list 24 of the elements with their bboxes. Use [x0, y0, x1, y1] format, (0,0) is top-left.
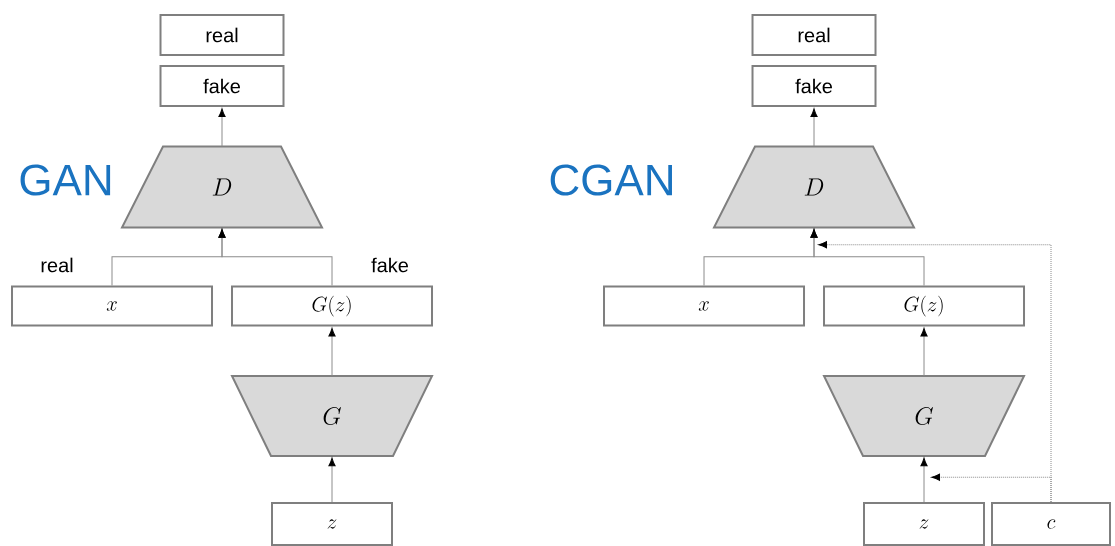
- arrow: [920, 457, 928, 503]
- arrow: [931, 473, 1052, 503]
- text-box: $z$: [863, 502, 985, 546]
- arrow: [920, 327, 928, 377]
- text-box: fake: [159, 65, 285, 107]
- model-title: CGAN: [550, 164, 672, 196]
- edge-label: fake: [370, 256, 410, 274]
- arrow: [810, 108, 818, 147]
- text-box: $x$: [11, 285, 213, 327]
- arrow: [328, 327, 336, 377]
- text-box: $z$: [271, 502, 393, 546]
- arrow: [810, 229, 925, 286]
- text-box: fake: [751, 65, 877, 107]
- model-title: GAN: [20, 164, 111, 196]
- text-box: real: [751, 14, 877, 56]
- text-box: $x$: [603, 285, 805, 327]
- text-box: $G(z)$: [231, 285, 433, 327]
- text-box: real: [159, 14, 285, 56]
- arrow: [328, 457, 336, 503]
- edge-label: real: [39, 256, 75, 274]
- text-box: $c$: [991, 502, 1111, 546]
- arrow: [218, 108, 226, 147]
- arrow: [218, 229, 333, 286]
- text-box: $G(z)$: [823, 285, 1025, 327]
